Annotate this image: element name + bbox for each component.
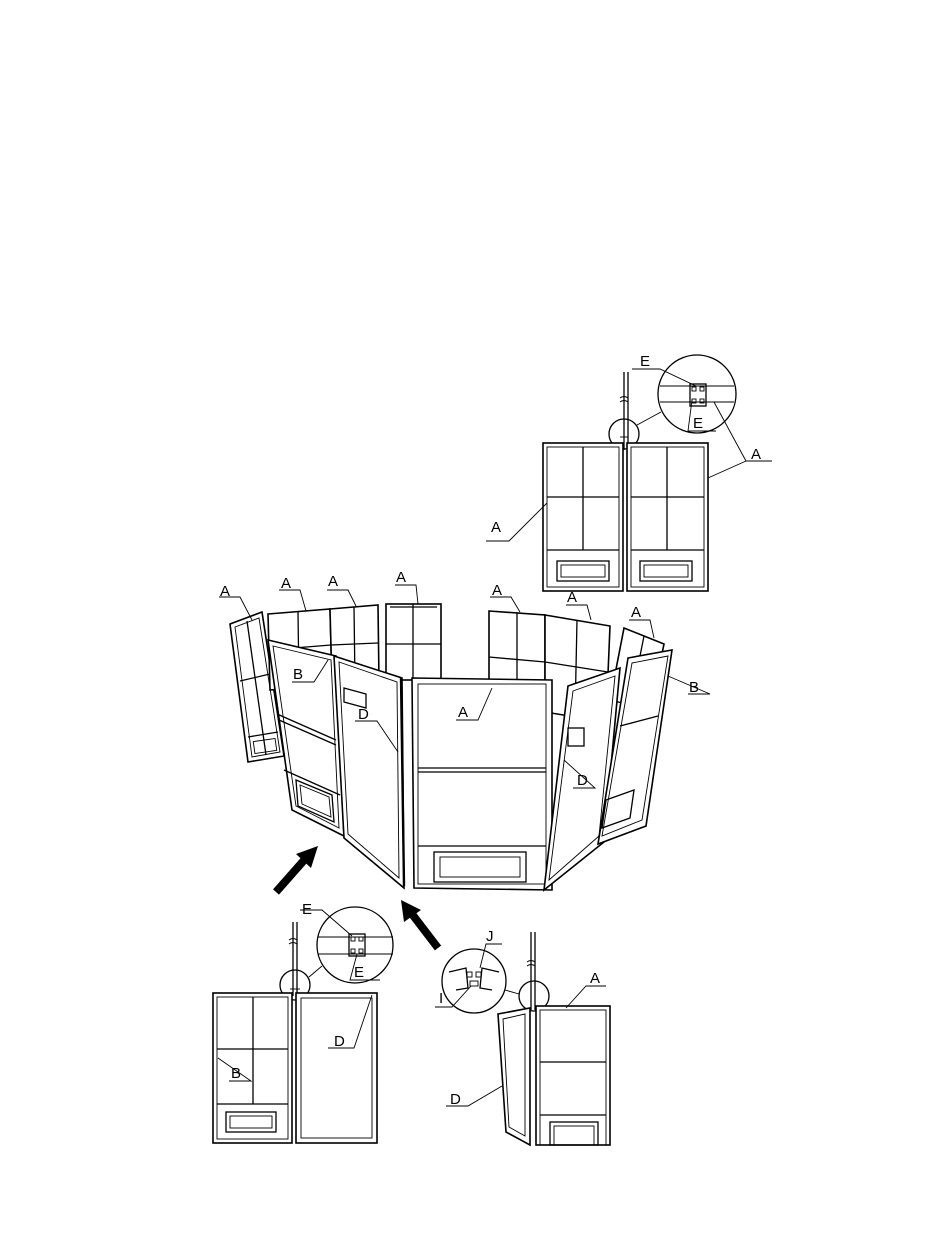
label-a: A — [458, 704, 468, 721]
label-a: A — [281, 575, 291, 592]
enclosure-assembly — [230, 604, 672, 890]
label-i: I — [439, 990, 443, 1007]
label-a: A — [590, 970, 600, 987]
label-d: D — [358, 706, 369, 723]
label-b: B — [293, 666, 303, 683]
label-e: E — [693, 415, 703, 432]
arrow-left — [276, 846, 318, 892]
label-a: A — [751, 446, 761, 463]
label-b: B — [231, 1065, 241, 1082]
detail-b-d-joint — [212, 907, 393, 1143]
label-a: A — [396, 569, 406, 586]
label-e: E — [640, 353, 650, 370]
label-a: A — [220, 583, 230, 600]
label-a: A — [631, 604, 641, 621]
label-b: B — [689, 679, 699, 696]
detail-corner-joint — [435, 932, 610, 1145]
label-a: A — [567, 589, 577, 606]
label-a: A — [492, 582, 502, 599]
detail-a-a-joint — [486, 355, 772, 591]
label-j: J — [486, 928, 494, 945]
label-e: E — [302, 901, 312, 918]
label-d: D — [450, 1091, 461, 1108]
label-d: D — [577, 772, 588, 789]
label-a: A — [328, 573, 338, 590]
label-d: D — [334, 1033, 345, 1050]
label-a: A — [491, 519, 501, 536]
arrow-right — [401, 900, 438, 948]
label-e: E — [354, 964, 364, 981]
